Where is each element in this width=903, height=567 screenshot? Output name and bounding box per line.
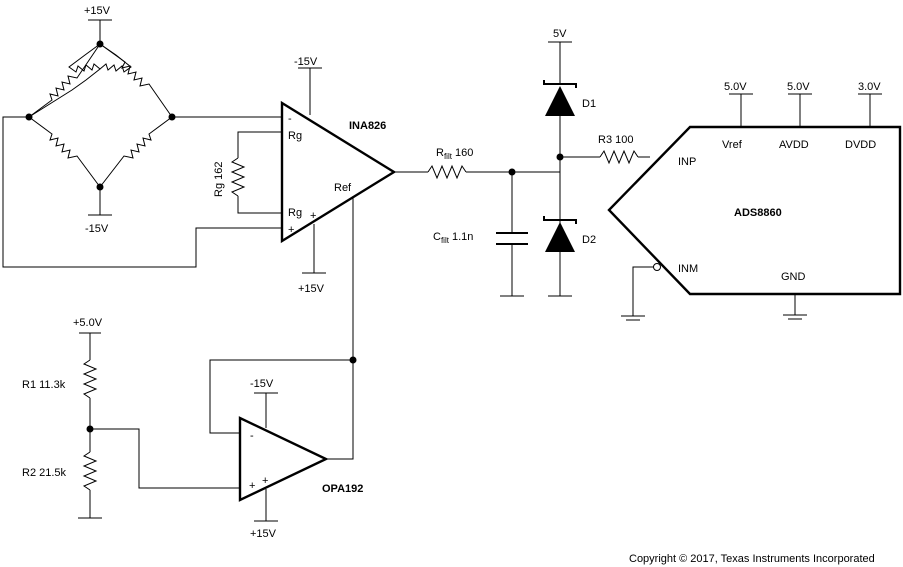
ina-pin-ref: Ref bbox=[334, 182, 352, 194]
opa-pin-minus: - bbox=[250, 430, 254, 442]
ina826-amplifier bbox=[230, 67, 397, 274]
r3-label: R3 100 bbox=[598, 134, 633, 146]
opa192-buffer bbox=[209, 356, 357, 522]
ina-supply-bottom: +15V bbox=[298, 283, 325, 295]
ina-pin-rg-bottom: Rg bbox=[288, 207, 302, 219]
adc-pin-inm: INM bbox=[678, 263, 698, 275]
rc-filter bbox=[394, 164, 560, 297]
adc-pin-inp: INP bbox=[678, 156, 696, 168]
wire-bridge-left bbox=[2, 116, 282, 268]
adc-name: ADS8860 bbox=[734, 207, 782, 219]
ina-pin-minus: - bbox=[288, 113, 292, 125]
opa-pin-plus: + bbox=[249, 480, 255, 492]
diode-d1-label: D1 bbox=[582, 98, 596, 110]
opa-supply-bottom: +15V bbox=[250, 528, 277, 540]
ads8860-adc bbox=[607, 93, 902, 321]
ina-supply-top: -15V bbox=[294, 56, 318, 68]
opa-supply-top: -15V bbox=[250, 378, 274, 390]
bridge-supply-top: +15V bbox=[84, 5, 111, 17]
adc-vref-supply: 5.0V bbox=[724, 81, 747, 93]
adc-dvdd-supply: 3.0V bbox=[858, 81, 881, 93]
clamp-diodes bbox=[543, 41, 650, 297]
divider-r1: R1 11.3k bbox=[22, 379, 66, 391]
voltage-divider bbox=[78, 332, 240, 519]
opa-pin-plus-inner: + bbox=[262, 475, 268, 487]
diode-d2-label: D2 bbox=[582, 234, 596, 246]
ina-name: INA826 bbox=[349, 120, 386, 132]
adc-pin-avdd: AVDD bbox=[779, 139, 809, 151]
opa-name: OPA192 bbox=[322, 483, 363, 495]
adc-avdd-supply: 5.0V bbox=[787, 81, 810, 93]
adc-pin-dvdd: DVDD bbox=[845, 139, 876, 151]
clamp-supply: 5V bbox=[553, 28, 567, 40]
bridge-supply-bottom: -15V bbox=[85, 223, 109, 235]
divider-r2: R2 21.5k bbox=[22, 467, 67, 479]
ina-pin-plus: + bbox=[288, 224, 294, 236]
copyright-text: Copyright © 2017, Texas Instruments Inco… bbox=[629, 553, 875, 565]
ina-rg-label: Rg 162 bbox=[213, 162, 225, 197]
wheatstone-bridge bbox=[25, 19, 176, 216]
adc-pin-gnd: GND bbox=[781, 271, 806, 283]
divider-supply: +5.0V bbox=[73, 317, 103, 329]
adc-pin-vref: Vref bbox=[722, 139, 743, 151]
ina-pin-rg-top: Rg bbox=[288, 130, 302, 142]
ina-pin-plus-inner: + bbox=[310, 210, 316, 222]
